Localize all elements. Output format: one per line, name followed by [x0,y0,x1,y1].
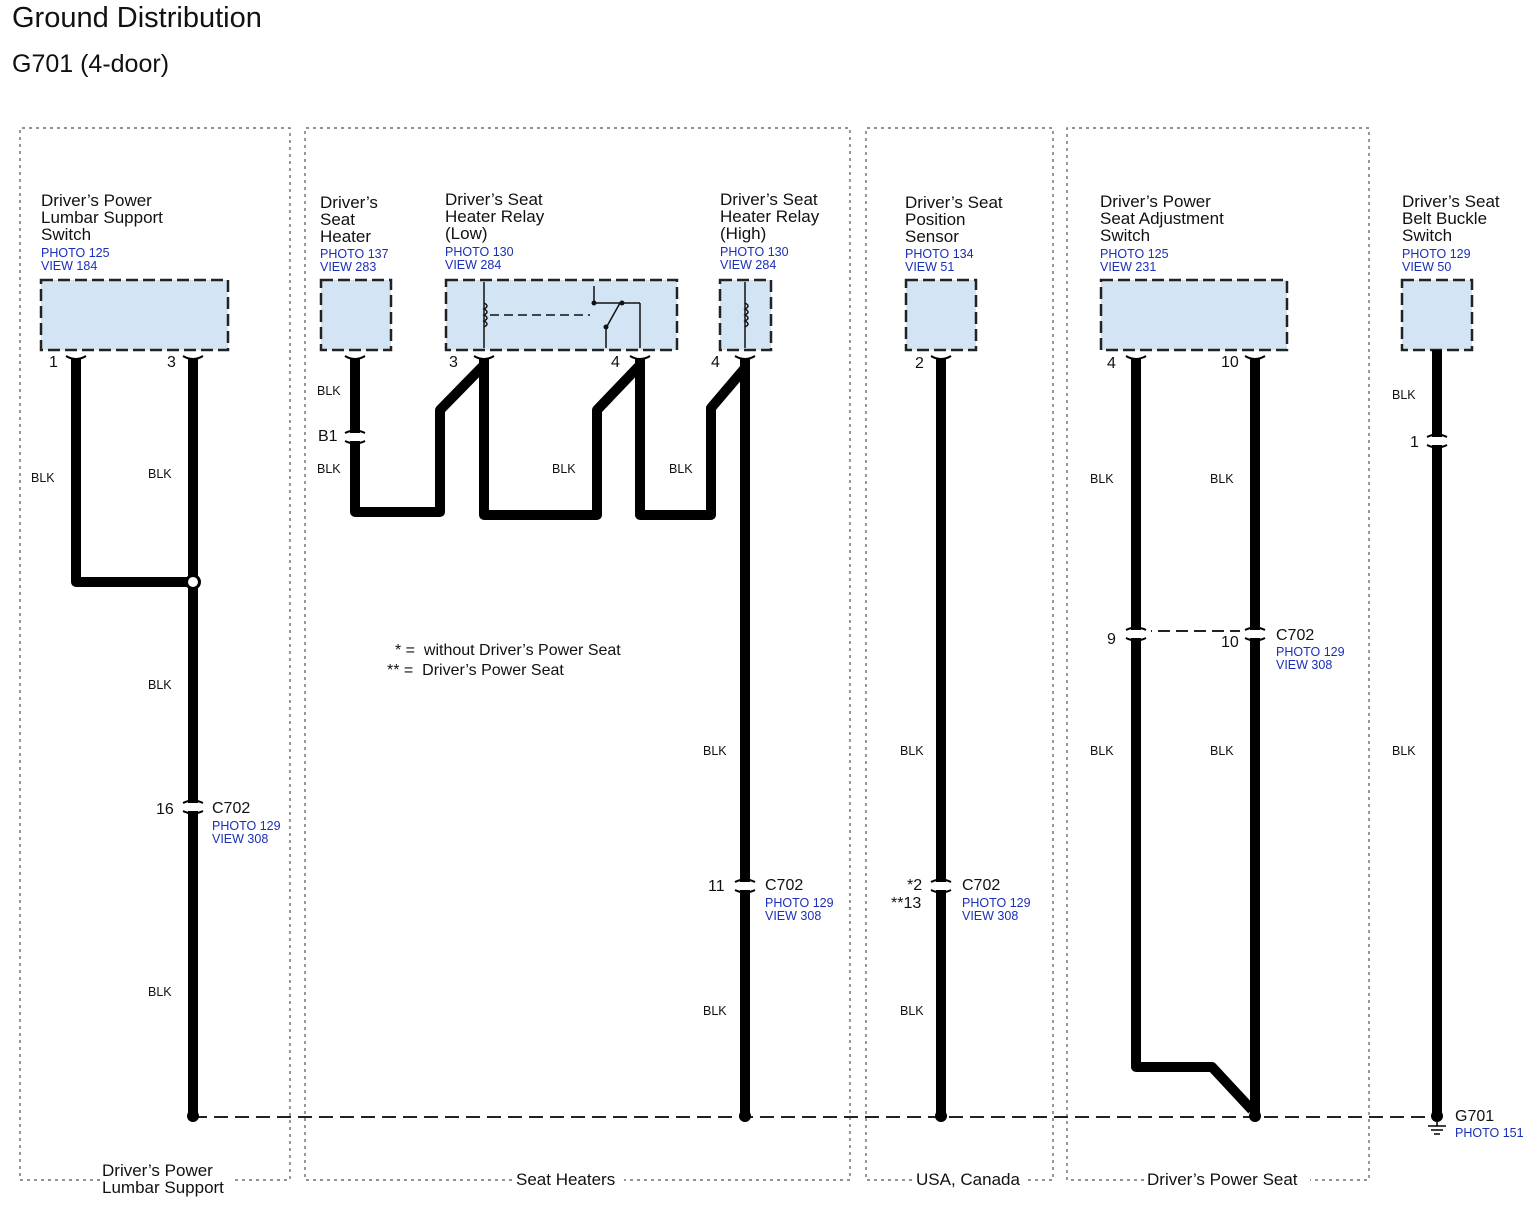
wire-color-label: BLK [1090,472,1114,486]
wire-color-label: BLK [31,471,55,485]
relay-high-internals [743,282,749,348]
wire-color-label: BLK [1210,472,1234,486]
component-photo-ref[interactable]: PHOTO 130 VIEW 284 [445,245,514,272]
wire-color-label: BLK [317,462,341,476]
group-frame-lumbar [19,127,291,1181]
wire-color-label: BLK [317,384,341,398]
wire-seat-heater [350,358,488,517]
wire-relay-low-3 [479,358,644,520]
ground-junctions [187,1110,1443,1122]
ground-photo-ref[interactable]: PHOTO 151 [1455,1126,1524,1140]
page-title: Ground Distribution [12,2,262,34]
pin-number: 1 [49,354,58,371]
group-label-usa-canada: USA, Canada [914,1170,1022,1189]
seat-heater-box [319,278,393,352]
component-photo-ref[interactable]: PHOTO 134 VIEW 51 [905,247,974,274]
pin-number: 4 [611,354,620,371]
wire-color-label: BLK [148,678,172,692]
pin-number: 16 [156,801,174,818]
pin-number: 4 [711,354,720,371]
belt-buckle-switch-box [1400,278,1474,352]
pin-number: 10 [1221,634,1239,651]
pin-number: 3 [167,354,176,371]
wire-seat-adjust-4 [1131,358,1256,1114]
legend-note: ** = Driver’s Power Seat [387,662,564,679]
wire-color-label: BLK [669,462,693,476]
group-frame-usa-canada [865,127,1054,1181]
component-name: Driver’s Power Seat Adjustment Switch [1100,192,1224,245]
connector-photo-ref[interactable]: PHOTO 129 VIEW 308 [212,819,281,846]
connector-name: C702 [765,877,804,894]
group-label-lumbar: Driver’s Power Lumbar Support [100,1161,226,1197]
page-subtitle: G701 (4-door) [12,50,170,78]
pin-number: *2 [907,877,923,894]
wire-color-label: BLK [148,985,172,999]
pin-number: 3 [449,354,458,371]
group-label-seat-heaters: Seat Heaters [514,1170,618,1189]
wire-relay-low-4 [635,358,749,520]
connector-photo-ref[interactable]: PHOTO 129 VIEW 308 [765,896,834,923]
component-name: Driver’s Seat Belt Buckle Switch [1402,192,1500,245]
ground-symbol [1428,1122,1446,1135]
component-name: Driver’s Seat Heater Relay (Low) [445,190,545,243]
group-label-power-seat: Driver’s Power Seat [1145,1170,1300,1189]
wire-color-label: BLK [900,744,924,758]
relay-low-internals [482,282,641,348]
pin-number: **13 [891,895,922,912]
component-name: Driver’s Seat Heater [320,193,378,246]
component-photo-ref[interactable]: PHOTO 125 VIEW 184 [41,246,110,273]
component-photo-ref[interactable]: PHOTO 130 VIEW 284 [720,245,789,272]
connector-name: C702 [212,800,251,817]
ground-name: G701 [1455,1108,1495,1125]
component-name: Driver’s Seat Heater Relay (High) [720,190,820,243]
legend-note: * = without Driver’s Power Seat [395,642,621,659]
pin-number: 1 [1410,434,1419,451]
wire-color-label: BLK [1090,744,1114,758]
group-frame-power-seat [1066,127,1370,1181]
seat-adjust-switch-box [1099,278,1289,352]
component-name: Driver’s Seat Position Sensor [905,193,1003,246]
connector-photo-ref[interactable]: PHOTO 129 VIEW 308 [1276,645,1345,672]
pin-number: 11 [708,878,725,895]
connector-name: C702 [1276,627,1315,644]
wire-color-label: BLK [703,744,727,758]
pin-number: 10 [1221,354,1239,371]
component-photo-ref[interactable]: PHOTO 125 VIEW 231 [1100,247,1169,274]
component-photo-ref[interactable]: PHOTO 129 VIEW 50 [1402,247,1471,274]
wire-color-label: BLK [900,1004,924,1018]
pin-number: 4 [1107,355,1116,372]
wire-color-label: BLK [703,1004,727,1018]
inline-connectors [178,429,1452,894]
connector-photo-ref[interactable]: PHOTO 129 VIEW 308 [962,896,1031,923]
component-name: Driver’s Power Lumbar Support Switch [41,191,163,244]
wire-lumbar-pin1 [71,358,193,587]
wire-color-label: BLK [1392,388,1416,402]
wire-color-label: BLK [552,462,576,476]
connector-name: C702 [962,877,1001,894]
group-frame-seat-heaters [304,127,851,1181]
wire-color-label: BLK [148,467,172,481]
position-sensor-box [904,278,978,352]
pin-marks [65,355,1266,360]
lumbar-switch-box [39,278,230,352]
splice-point [185,574,201,590]
pin-number: 2 [915,355,924,372]
pin-number: 9 [1107,631,1116,648]
wire-color-label: BLK [1392,744,1416,758]
pin-number: B1 [318,428,338,445]
wire-color-label: BLK [1210,744,1234,758]
component-photo-ref[interactable]: PHOTO 137 VIEW 283 [320,247,389,274]
